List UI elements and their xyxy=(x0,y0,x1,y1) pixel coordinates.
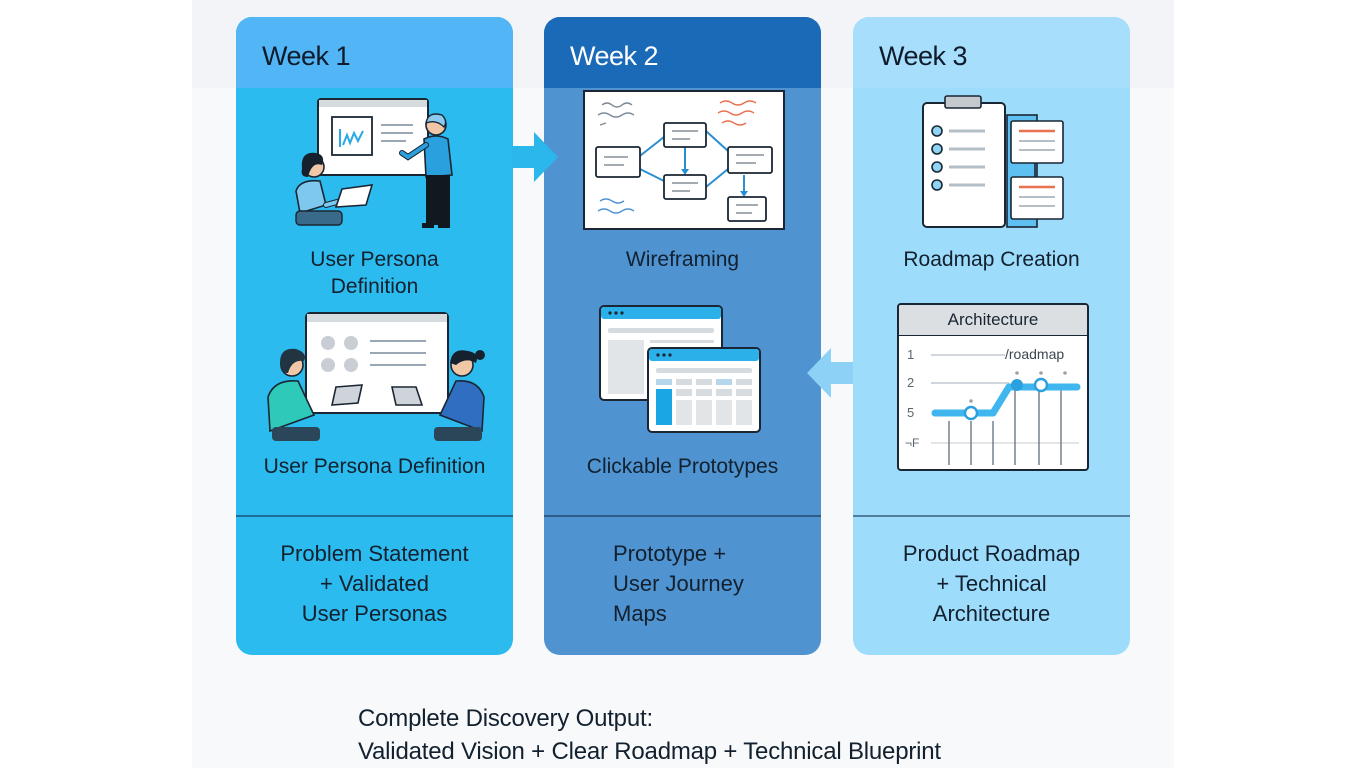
week-2-card: Week 2 Wireframing xyxy=(544,17,821,655)
route-label: /roadmap xyxy=(1005,346,1064,362)
week-2-activity-2-label: Clickable Prototypes xyxy=(586,455,779,478)
wireframe-icon xyxy=(583,90,785,230)
architecture-chart-body: 1 2 5 ¬F /roadmap xyxy=(905,346,1081,465)
deliverable-line: User Personas xyxy=(301,601,448,626)
deliverable-line: Architecture xyxy=(932,601,1051,626)
clipboard-checklist-icon xyxy=(922,95,1064,228)
row-label: ¬F xyxy=(905,436,919,450)
summary-line-1: Complete Discovery Output: xyxy=(358,705,653,732)
week-1-deliverable: Problem Statement + Validated User Perso… xyxy=(236,539,513,629)
week-1-divider xyxy=(236,515,513,517)
architecture-chart-icon: Architecture 1 2 5 ¬F /roadmap xyxy=(897,303,1089,471)
week-3-deliverable: Product Roadmap + Technical Architecture xyxy=(853,539,1130,629)
row-label: 1 xyxy=(907,347,914,362)
week-3-header: Week 3 xyxy=(853,17,1130,88)
row-label: 2 xyxy=(907,375,914,390)
week-2-activity-1-label: Wireframing xyxy=(625,248,740,271)
activity-line: User Persona xyxy=(310,248,439,271)
deliverable-line: + Validated xyxy=(319,571,430,596)
week-1-card: Week 1 User Persona Definition xyxy=(236,17,513,655)
summary-text: Complete Discovery Output: Validated Vis… xyxy=(358,702,941,768)
week-3-title: Week 3 xyxy=(879,41,968,71)
week-1-activity-2-label: User Persona Definition xyxy=(263,455,486,478)
week-1-activity-1-label: User Persona Definition xyxy=(236,246,513,300)
week-3-card: Week 3 Roadmap Creation Architecture 1 2… xyxy=(853,17,1130,655)
deliverable-line: User Journey xyxy=(613,571,744,596)
prototype-windows-icon xyxy=(599,305,761,433)
deliverable-line: Maps xyxy=(613,601,667,626)
architecture-panel-title: Architecture xyxy=(899,305,1087,336)
summary-line-2: Validated Vision + Clear Roadmap + Techn… xyxy=(358,738,941,765)
week-2-divider xyxy=(544,515,821,517)
week-1-title: Week 1 xyxy=(262,41,351,71)
week-3-divider xyxy=(853,515,1130,517)
row-label: 5 xyxy=(907,405,914,420)
week-3-activity-1-label: Roadmap Creation xyxy=(903,248,1080,271)
week-2-title: Week 2 xyxy=(570,41,659,71)
arrow-right-icon xyxy=(512,132,558,182)
presentation-icon xyxy=(295,98,453,228)
deliverable-line: + Technical xyxy=(936,571,1047,596)
deliverable-line: Product Roadmap xyxy=(902,541,1081,566)
week-2-header: Week 2 xyxy=(544,17,821,88)
week-2-deliverable: Prototype + User Journey Maps xyxy=(613,539,821,629)
week-1-header: Week 1 xyxy=(236,17,513,88)
collaboration-icon xyxy=(267,312,485,441)
deliverable-line: Problem Statement xyxy=(280,541,469,566)
arrow-left-icon xyxy=(807,348,853,398)
deliverable-line: Prototype + xyxy=(613,541,727,566)
activity-line: Definition xyxy=(330,275,419,298)
